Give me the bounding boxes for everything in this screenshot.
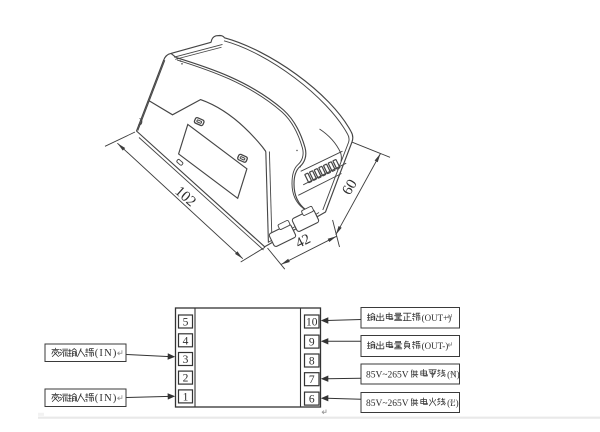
svg-text:60: 60 bbox=[339, 177, 360, 198]
svg-text:3: 3 bbox=[183, 354, 189, 366]
svg-text:9: 9 bbox=[309, 337, 315, 349]
svg-text:10: 10 bbox=[306, 317, 318, 329]
svg-text:(L): (L) bbox=[447, 398, 459, 408]
svg-text:(OUT+): (OUT+) bbox=[422, 313, 452, 323]
svg-text:8: 8 bbox=[309, 356, 315, 368]
svg-text:(OUT-): (OUT-) bbox=[422, 341, 449, 351]
svg-text:85V~265V: 85V~265V bbox=[366, 370, 409, 380]
svg-text:(N): (N) bbox=[447, 369, 460, 379]
svg-text:85V~265V: 85V~265V bbox=[366, 399, 409, 409]
svg-text:6: 6 bbox=[309, 394, 315, 406]
svg-text:(IN): (IN) bbox=[95, 348, 118, 359]
svg-text:(IN): (IN) bbox=[95, 393, 118, 404]
svg-text:4: 4 bbox=[183, 335, 189, 347]
svg-text:5: 5 bbox=[183, 317, 189, 329]
svg-text:2: 2 bbox=[183, 373, 189, 385]
svg-text:7: 7 bbox=[309, 374, 315, 386]
svg-text:1: 1 bbox=[183, 391, 189, 403]
svg-text:42: 42 bbox=[293, 231, 313, 252]
